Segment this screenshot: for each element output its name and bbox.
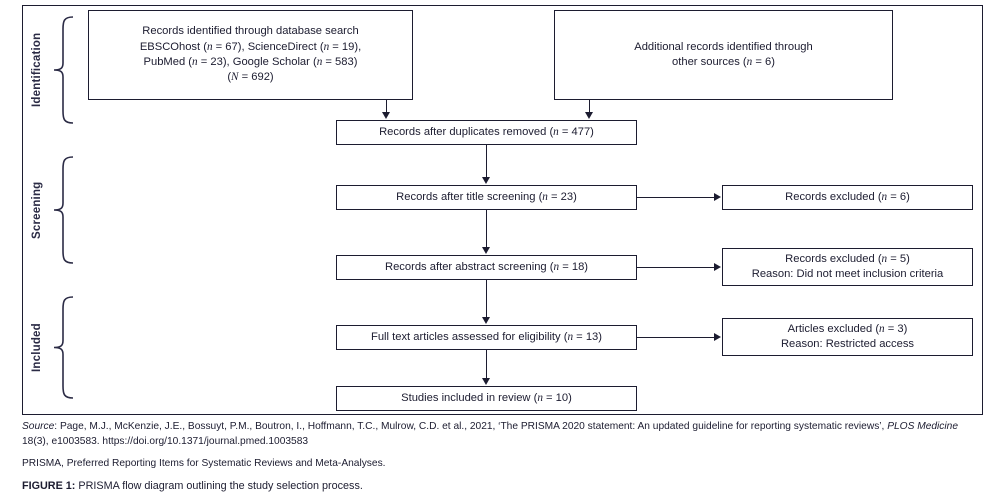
arrow-title-to-abstract (482, 247, 491, 254)
figure-title: PRISMA flow diagram outlining the study … (75, 480, 363, 493)
connector-fulltext-to-included (486, 350, 488, 379)
arrow-title-to-excluded (714, 193, 721, 202)
box-excluded-fulltext: Articles excluded (n = 3) Reason: Restri… (722, 318, 973, 356)
other-sources-line-2: other sources (n = 6) (672, 56, 775, 68)
stage-label-screening: Screening (31, 181, 43, 239)
caption-area: Source: Page, M.J., McKenzie, J.E., Boss… (22, 420, 983, 495)
brace-included (52, 295, 74, 400)
box-title-screening: Records after title screening (n = 23) (336, 185, 637, 210)
source-text-2: 18(3), e1003583. https://doi.org/10.1371… (22, 435, 309, 447)
arrow-fulltext-to-included (482, 378, 491, 385)
connector-other-to-duplicates (589, 100, 591, 113)
stage-label-included: Included (31, 323, 43, 372)
excluded-abstract-line-2: Reason: Did not meet inclusion criteria (751, 268, 944, 280)
excluded-fulltext-line-1: Articles excluded (n = 3) (787, 322, 908, 335)
database-search-line-3: PubMed (n = 23), Google Scholar (n = 583… (143, 56, 358, 68)
arrow-duplicates-to-title (482, 177, 491, 184)
connector-database-to-duplicates (386, 100, 388, 113)
source-journal: PLOS Medicine (887, 421, 958, 432)
box-abstract-screening: Records after abstract screening (n = 18… (336, 255, 637, 280)
arrow-other-to-duplicates (585, 112, 594, 119)
excluded-fulltext-line-2: Reason: Restricted access (780, 338, 915, 350)
connector-duplicates-to-title (486, 145, 488, 178)
box-included-studies: Studies included in review (n = 10) (336, 386, 637, 411)
duplicates-removed-line-1: Records after duplicates removed (n = 47… (379, 125, 594, 138)
arrow-abstract-to-excluded (714, 263, 721, 272)
box-database-search: Records identified through database sear… (88, 10, 413, 100)
included-studies-line-1: Studies included in review (n = 10) (401, 391, 572, 404)
box-excluded-abstract: Records excluded (n = 5) Reason: Did not… (722, 248, 973, 286)
arrow-database-to-duplicates (382, 112, 391, 119)
box-duplicates-removed: Records after duplicates removed (n = 47… (336, 120, 637, 145)
figure-number: FIGURE 1: (22, 480, 76, 493)
brace-identification (52, 15, 74, 125)
box-full-text-eligibility: Full text articles assessed for eligibil… (336, 325, 637, 350)
excluded-title-line-1: Records excluded (n = 6) (785, 190, 910, 203)
source-text-1: : Page, M.J., McKenzie, J.E., Bossuyt, P… (54, 421, 888, 432)
connector-title-to-excluded (637, 197, 715, 199)
abbreviation-note: PRISMA, Preferred Reporting Items for Sy… (22, 457, 386, 469)
excluded-abstract-line-1: Records excluded (n = 5) (785, 252, 910, 265)
other-sources-line-1: Additional records identified through (634, 40, 813, 53)
database-search-line-2: EBSCOhost (n = 67), ScienceDirect (n = 1… (139, 40, 362, 53)
stage-label-identification: Identification (31, 32, 43, 108)
arrow-fulltext-to-excluded (714, 333, 721, 342)
connector-abstract-to-fulltext (486, 280, 488, 318)
source-citation: Source: Page, M.J., McKenzie, J.E., Boss… (22, 420, 983, 450)
abstract-screening-line-1: Records after abstract screening (n = 18… (384, 260, 589, 273)
source-label: Source (22, 421, 55, 432)
database-search-line-4: (N = 692) (227, 71, 274, 84)
figure-caption: FIGURE 1: PRISMA flow diagram outlining … (22, 479, 983, 495)
connector-fulltext-to-excluded (637, 337, 715, 339)
arrow-abstract-to-fulltext (482, 317, 491, 324)
database-search-line-1: Records identified through database sear… (142, 25, 359, 38)
box-excluded-title: Records excluded (n = 6) (722, 185, 973, 210)
box-other-sources: Additional records identified through ot… (554, 10, 893, 100)
title-screening-line-1: Records after title screening (n = 23) (396, 190, 577, 203)
brace-screening (52, 155, 74, 265)
full-text-eligibility-line-1: Full text articles assessed for eligibil… (371, 330, 602, 343)
diagram-frame (22, 5, 983, 415)
connector-title-to-abstract (486, 210, 488, 248)
connector-abstract-to-excluded (637, 267, 715, 269)
